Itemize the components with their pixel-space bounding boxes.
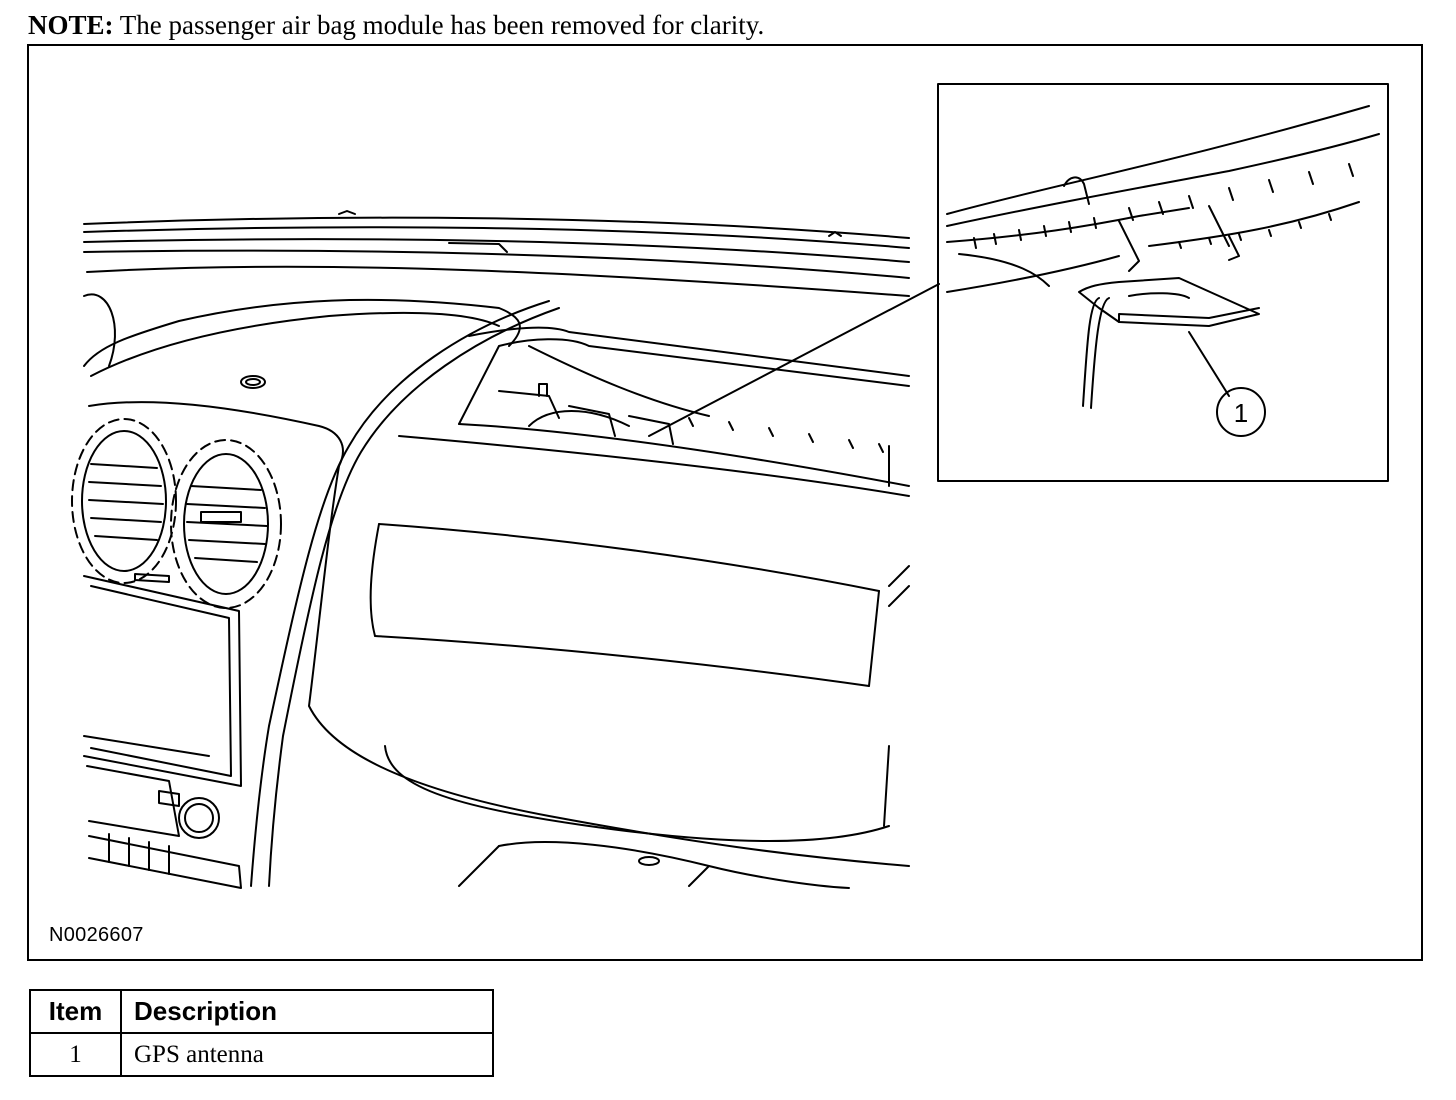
glove-box [308, 435, 910, 889]
detail-inset: 1 [937, 83, 1389, 482]
center-stack [83, 575, 242, 889]
diagram-frame: 1 N0026607 [27, 44, 1423, 961]
dash-divider [250, 300, 560, 887]
table-row: 1 GPS antenna [29, 1032, 494, 1077]
note: NOTE: The passenger air bag module has b… [28, 8, 764, 42]
leader-line [648, 283, 940, 437]
legend-item-description: GPS antenna [120, 1032, 494, 1077]
legend-header-item: Item [29, 989, 122, 1034]
legend-item-number: 1 [29, 1032, 122, 1077]
note-text: The passenger air bag module has been re… [113, 10, 765, 40]
dashboard-line-art: 1 [71, 83, 1389, 889]
legend-header-description: Description [120, 989, 494, 1034]
airbag-opening [458, 326, 910, 487]
legend-table: Item Description 1 GPS antenna [29, 989, 494, 1077]
callout-1: 1 [1234, 398, 1248, 428]
note-label: NOTE: [28, 10, 114, 40]
dash-top-edges [83, 210, 910, 297]
legend-header-row: Item Description [29, 989, 494, 1034]
figure-id: N0026607 [49, 924, 144, 946]
air-vents [71, 418, 282, 609]
